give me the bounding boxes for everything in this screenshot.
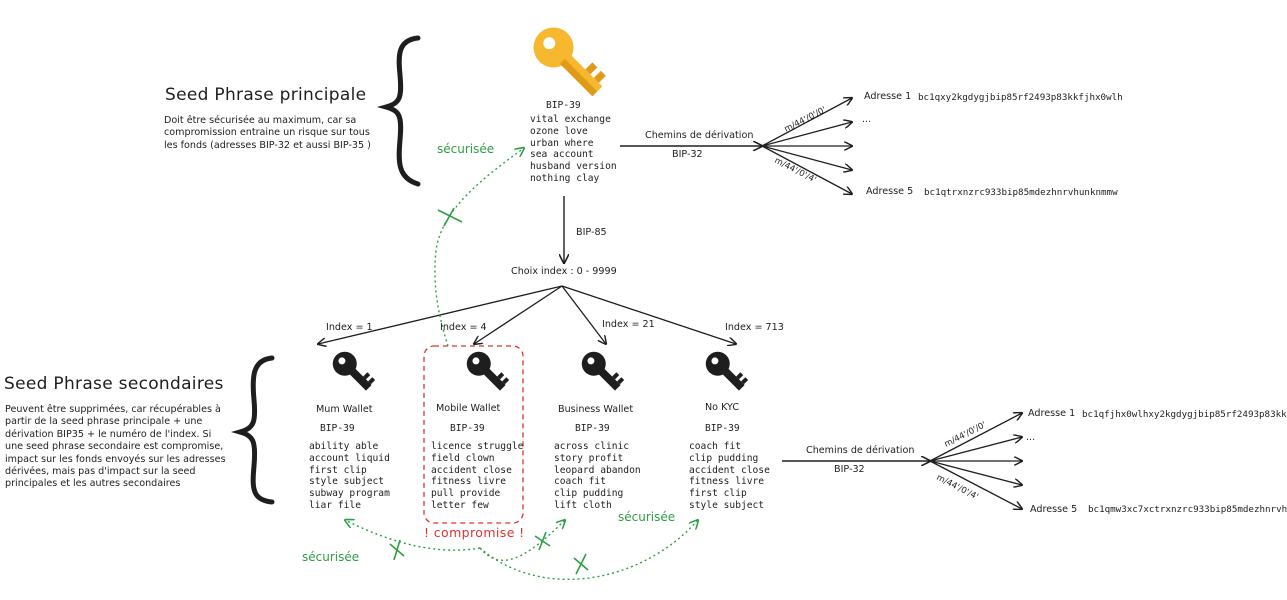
wallet-nokyc-index: Index = 713 <box>725 322 784 333</box>
key-icon-nokyc <box>705 351 749 391</box>
seed-word: subway program <box>309 488 390 500</box>
seed-word: licence struggle <box>431 441 524 452</box>
secured-paths <box>345 148 698 581</box>
main-address-fan <box>761 98 852 194</box>
seed-word: coach fit <box>689 441 741 452</box>
seed-word: story profit <box>554 452 624 464</box>
secondary-address-first: bc1qfjhx0wlhxy2kgdygjbip85rf2493p83kk <box>1082 409 1287 420</box>
seed-word: fitness livre <box>689 476 765 488</box>
seed-word: style subject <box>309 476 385 488</box>
seed-word: leopard abandon <box>554 464 641 476</box>
secondary-address-last-label: Adresse 5 <box>1030 504 1078 515</box>
main-path-last: m/44'/0'/4' <box>773 156 818 186</box>
seed-word: liar file <box>309 499 361 511</box>
main-address-first-label: Adresse 1 <box>864 91 912 102</box>
main-secured-label: sécurisée <box>437 142 495 156</box>
main-seed-word: nothing clay <box>530 172 600 184</box>
main-key-icon <box>533 27 606 97</box>
main-seed-word: ozone love <box>530 125 588 137</box>
wallet-nokyc-name: No KYC <box>705 402 740 413</box>
main-derivation-label: Chemins de dérivation <box>645 130 754 141</box>
seed-word: ability able <box>309 441 379 452</box>
main-seed-word: urban where <box>530 137 594 149</box>
secondary-address-fan <box>929 413 1022 509</box>
main-seed-word: vital exchange <box>530 114 611 125</box>
secondary-seed-title: Seed Phrase secondaires <box>4 374 224 394</box>
main-seed-standard: BIP-39 <box>546 100 581 111</box>
seed-word: accident close <box>689 464 770 476</box>
wallet-mobile-words: licence struggle field clown accident cl… <box>431 441 523 512</box>
wallet-mobile-standard: BIP-39 <box>450 423 485 434</box>
brace-main <box>376 35 421 187</box>
seed-word: account liquid <box>309 452 390 464</box>
seed-word: letter few <box>431 499 489 511</box>
wallet-mum-standard: BIP-39 <box>320 423 355 434</box>
secondary-derivation-label: Chemins de dérivation <box>806 445 915 456</box>
compromised-box <box>423 345 524 524</box>
secondary-path-last: m/44'/0'/4' <box>935 473 980 503</box>
seed-word: clip pudding <box>689 452 759 464</box>
main-seed-title: Seed Phrase principale <box>165 85 367 105</box>
wallet-business-name: Business Wallet <box>558 404 634 415</box>
wallet-mum-index: Index = 1 <box>326 322 373 333</box>
main-address-last-label: Adresse 5 <box>866 186 914 197</box>
seed-word: across clinic <box>554 441 630 452</box>
wallet-nokyc-words: coach fit clip pudding accident close fi… <box>689 441 770 512</box>
index-choice-label: Choix index : 0 - 9999 <box>511 266 617 277</box>
secondary-derivation-standard: BIP-32 <box>834 464 865 475</box>
seed-word: clip pudding <box>554 488 624 500</box>
seed-word: field clown <box>431 452 495 464</box>
wallet-business-standard: BIP-39 <box>575 423 610 434</box>
index-fan <box>318 285 736 344</box>
secondary-secured-label-left: sécurisée <box>302 550 360 564</box>
wallet-mobile-index: Index = 4 <box>440 322 487 333</box>
main-derivation-standard: BIP-32 <box>672 149 703 160</box>
main-seed-word: sea account <box>530 149 594 161</box>
brace-secondary <box>230 355 275 505</box>
secondary-address-last: bc1qmw3xc7xctrxnzrc933bip85mdezhnrvh <box>1088 504 1287 515</box>
seed-word: lift cloth <box>554 499 612 511</box>
wallet-business-words: across clinic story profit leopard aband… <box>554 441 641 512</box>
blocked-crosses <box>389 207 589 575</box>
secondary-address-first-label: Adresse 1 <box>1028 408 1076 419</box>
key-icon-mum <box>332 351 376 391</box>
seed-word: style subject <box>689 499 765 511</box>
seed-word: first clip <box>689 488 747 500</box>
wallet-business-index: Index = 21 <box>602 319 655 330</box>
seed-word: fitness livre <box>431 476 507 488</box>
compromised-label: ! compromise ! <box>424 525 525 540</box>
key-icon-business <box>581 351 625 391</box>
wallet-mum-words: ability able account liquid first clip s… <box>309 441 390 512</box>
wallet-mum-name: Mum Wallet <box>316 404 373 415</box>
secondary-secured-label-right: sécurisée <box>618 510 676 524</box>
secondary-address-ellipsis: ... <box>1026 432 1036 443</box>
seed-word: coach fit <box>554 476 606 488</box>
seed-word: pull provide <box>431 488 501 500</box>
main-seed-description: Doit être sécurisée au maximum, car sa c… <box>164 115 371 151</box>
key-icon-mobile <box>466 351 510 391</box>
main-seed-words: vital exchange ozone love urban where se… <box>530 114 617 185</box>
wallet-mobile-name: Mobile Wallet <box>436 403 501 414</box>
seed-word: accident close <box>431 464 512 476</box>
main-address-ellipsis: ... <box>862 114 872 125</box>
wallet-nokyc-standard: BIP-39 <box>705 423 740 434</box>
secondary-seed-description: Peuvent être supprimées, car récupérable… <box>5 404 226 490</box>
main-address-last: bc1qtrxnzrc933bip85mdezhnrvhunknmmw <box>924 187 1118 198</box>
main-seed-word: husband version <box>530 161 617 173</box>
bip85-label: BIP-85 <box>576 227 607 238</box>
main-address-first: bc1qxy2kgdygjbip85rf2493p83kkfjhx0wlh <box>918 92 1123 103</box>
seed-word: first clip <box>309 464 367 476</box>
